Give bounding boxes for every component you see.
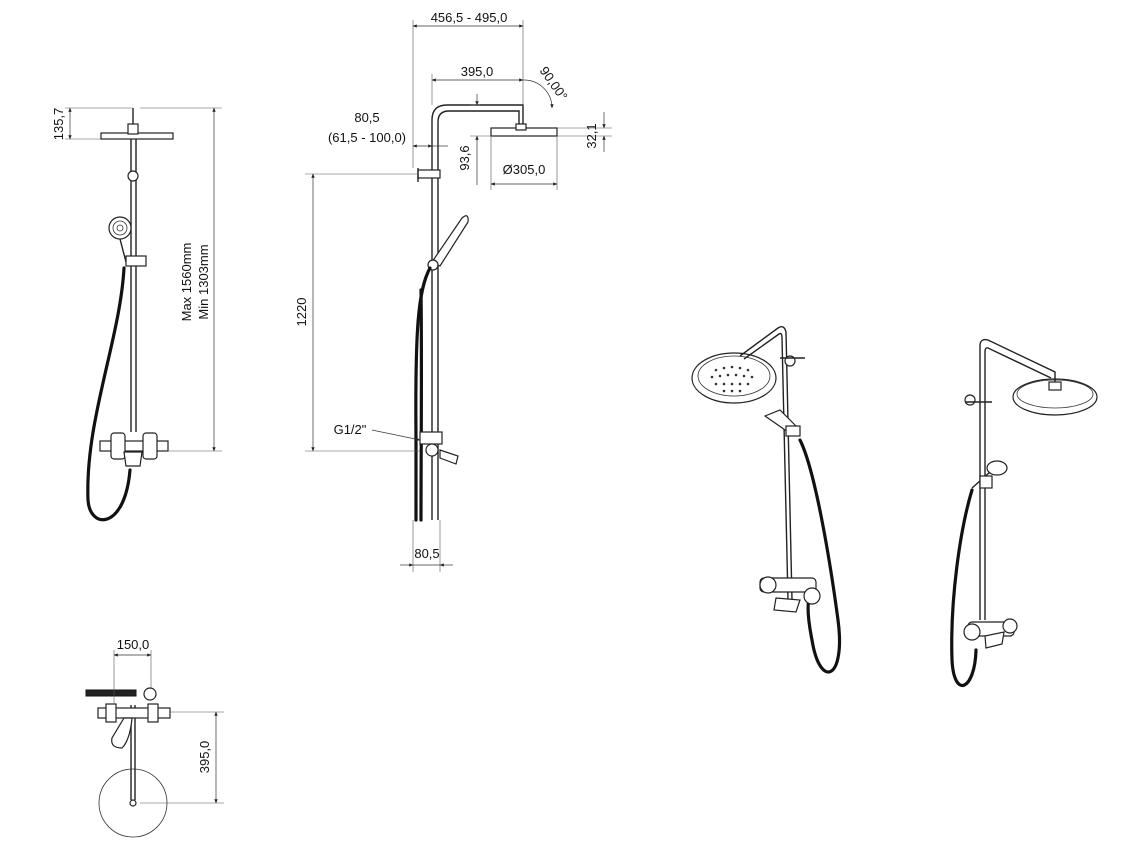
top-knob xyxy=(143,687,157,701)
front-hose xyxy=(86,266,132,522)
side-spout xyxy=(439,449,459,465)
side-hand-shower xyxy=(431,215,469,267)
side-hose xyxy=(414,266,432,522)
iso-right-right-knob xyxy=(1002,618,1018,634)
front-height-top-label: 135,7 xyxy=(51,108,66,141)
iso-view-left xyxy=(691,325,842,674)
front-right-knob xyxy=(142,432,158,460)
iso-right-hand-shower xyxy=(986,460,1008,476)
side-head-dia-label: Ø305,0 xyxy=(503,162,546,177)
front-view: 135,7 Max 1560mm Min 1303mm xyxy=(51,107,222,522)
side-bottom-label: 80,5 xyxy=(414,546,439,561)
iso-left-shower-head xyxy=(691,352,777,404)
iso-right-slide-holder xyxy=(979,475,993,489)
front-min-label: Min 1303mm xyxy=(196,244,211,319)
iso-right-column xyxy=(979,338,1056,620)
side-offset-label: 80,5 xyxy=(354,110,379,125)
iso-left-hose xyxy=(798,438,842,674)
side-view: 456,5 - 495,0 395,0 90,00° 80,5 (61,5 - … xyxy=(294,10,612,572)
top-mixer xyxy=(97,707,171,719)
iso-left-column xyxy=(739,325,793,601)
side-angle-label: 90,00° xyxy=(537,64,571,104)
front-left-knob xyxy=(110,432,126,460)
side-column-arm xyxy=(431,104,524,520)
iso-left-right-knob xyxy=(803,587,821,605)
iso-left-spout xyxy=(773,597,801,613)
side-mixer xyxy=(419,431,443,445)
iso-view-right xyxy=(950,338,1098,687)
iso-right-left-knob xyxy=(963,623,981,641)
front-mixer xyxy=(99,440,169,452)
front-slide-holder xyxy=(125,255,147,267)
front-hand-shower xyxy=(108,216,132,240)
top-spout xyxy=(111,717,133,749)
side-mixer-knob xyxy=(425,443,439,457)
front-max-label: Max 1560mm xyxy=(179,243,194,322)
front-spout xyxy=(123,451,143,467)
side-height-label: 1220 xyxy=(294,298,309,327)
side-arm-range-label: 456,5 - 495,0 xyxy=(431,10,508,25)
side-arm-label: 395,0 xyxy=(461,64,494,79)
top-depth-label: 395,0 xyxy=(197,741,212,774)
iso-left-left-knob xyxy=(759,576,777,594)
side-wall-bracket xyxy=(417,169,441,179)
iso-right-bracket xyxy=(964,394,976,406)
front-head-connector xyxy=(127,123,139,135)
front-column-clamp xyxy=(127,170,139,182)
iso-left-slide-holder xyxy=(785,425,801,437)
top-view: 150,0 395,0 xyxy=(85,637,224,838)
side-head-drop-label: 93,6 xyxy=(457,145,472,170)
side-head-thick-label: 32,1 xyxy=(584,123,599,148)
top-hand-shower xyxy=(85,689,137,697)
side-offset-range-label: (61,5 - 100,0) xyxy=(328,130,406,145)
iso-right-hose xyxy=(950,488,978,687)
top-width-label: 150,0 xyxy=(117,637,150,652)
iso-right-spout xyxy=(984,631,1005,649)
side-thread-label: G1/2" xyxy=(334,422,367,437)
